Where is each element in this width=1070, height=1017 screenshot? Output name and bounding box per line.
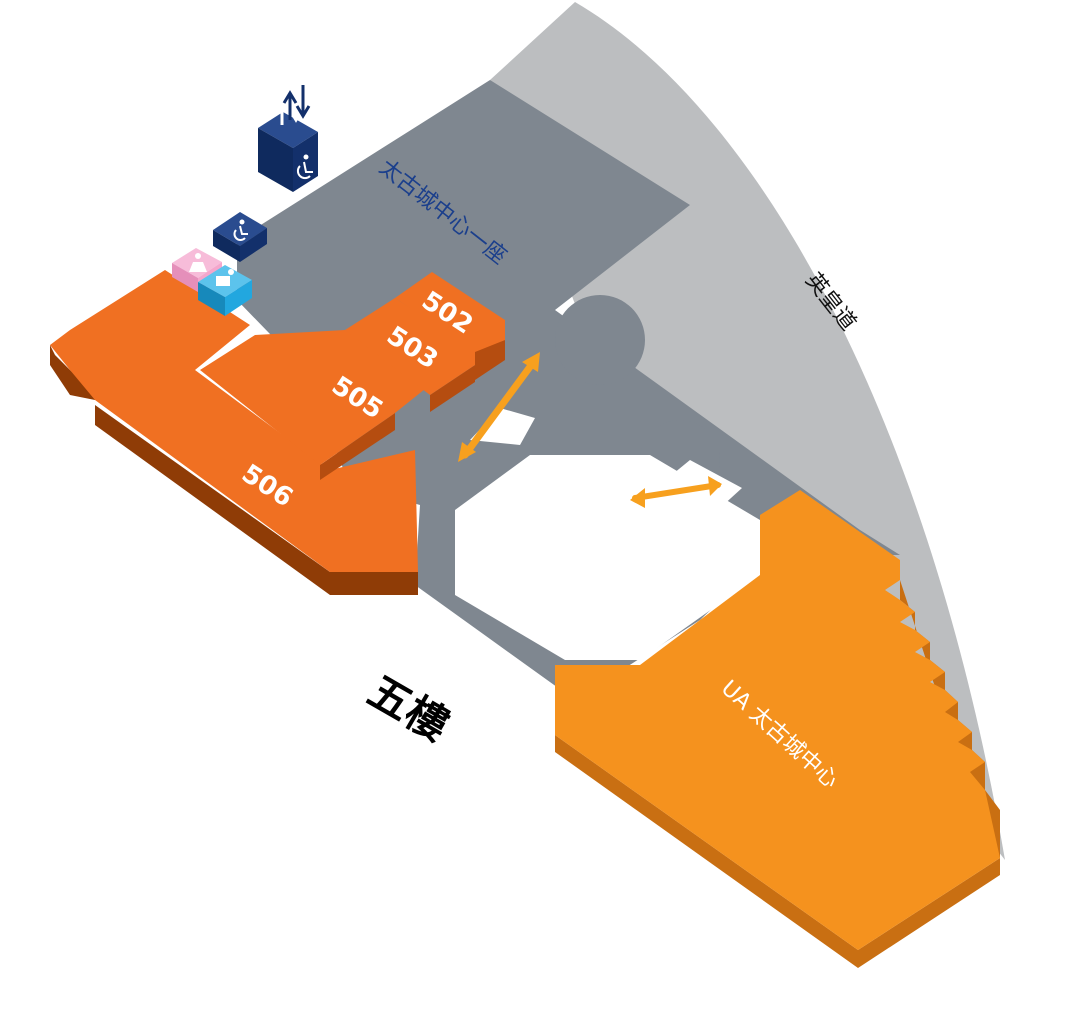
rotunda-north — [555, 295, 645, 385]
female-left — [172, 263, 198, 292]
escalator-arrow-east — [632, 482, 721, 501]
central-void — [455, 455, 760, 660]
lift-left — [258, 128, 293, 192]
lift-right — [293, 132, 318, 192]
unit-506[interactable]: 506 — [50, 270, 418, 595]
void-north — [470, 408, 535, 445]
unit-503[interactable]: 503 — [345, 298, 475, 412]
lift-wheelchair-icon — [296, 161, 313, 180]
male-right — [225, 280, 252, 316]
acc-toilet-head — [239, 219, 245, 225]
accessible-toilet-icon[interactable] — [213, 212, 267, 262]
unit-506-top — [50, 270, 418, 572]
escalator-arrowhead-left — [630, 488, 645, 508]
unit-505-top — [200, 330, 430, 465]
unit-503-top — [345, 298, 475, 395]
accessible-lift-icon[interactable] — [258, 85, 318, 192]
male-head — [228, 269, 234, 275]
male-left — [198, 282, 225, 316]
cinema-ua[interactable]: UA 太古城中心 — [555, 490, 1000, 968]
cinema-top — [555, 490, 1000, 950]
unit-505[interactable]: 505 — [200, 330, 430, 480]
female-head — [195, 253, 201, 259]
acc-toilet-left — [213, 230, 240, 262]
escalator-arrow-north — [461, 356, 539, 459]
lift-arrows-icon — [274, 88, 304, 125]
escalator-icon[interactable] — [458, 352, 540, 462]
acc-toilet-wheelchair — [233, 225, 248, 241]
escalator-arrowhead-down — [458, 442, 476, 462]
escalator-icon-east[interactable] — [630, 476, 722, 508]
lift-arrows-dark — [282, 85, 311, 120]
floor-label: 五樓 — [360, 666, 457, 750]
unit-505-side — [320, 413, 395, 480]
unit-503-side — [430, 365, 475, 412]
lift-wheelchair-head — [303, 154, 309, 160]
unit-502-side — [475, 340, 505, 380]
lift-top — [258, 112, 318, 148]
unit-502-top — [395, 272, 505, 352]
acc-toilet-right — [240, 228, 267, 262]
escalator-arrowhead-right — [708, 476, 722, 496]
female-figure — [189, 262, 207, 272]
male-figure — [216, 276, 230, 286]
male-toilet-icon[interactable] — [198, 265, 252, 316]
escalator-arrowhead-up — [522, 352, 540, 372]
